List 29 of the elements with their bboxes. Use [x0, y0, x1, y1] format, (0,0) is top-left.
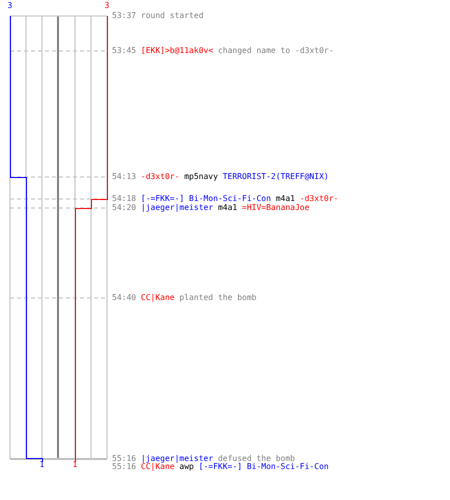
- player-name: -d3xt0r-: [300, 194, 338, 203]
- player-name: -d3xt0r-: [140, 172, 180, 181]
- player-name: =HIV=BananaJoe: [242, 203, 310, 212]
- player-name: CC|Kane: [140, 293, 175, 302]
- player-name: [-=FKK=-] Bi-Mon-Sci-Fi-Con: [198, 462, 329, 471]
- event-text: changed name to -d3xt0r-: [218, 46, 334, 55]
- weapon-name: m4a1: [276, 194, 295, 203]
- player-count: 3: [8, 1, 12, 11]
- player-name: CC|Kane: [140, 462, 175, 471]
- timestamp: 54:13: [112, 172, 136, 181]
- weapon-name: awp: [179, 462, 194, 471]
- player-name: |jaeger|meister: [140, 203, 214, 212]
- timestamp: 55:16: [112, 454, 136, 463]
- event-text: defused the bomb: [218, 454, 295, 463]
- player-count: 3: [104, 1, 110, 11]
- timestamp: 53:37: [112, 11, 136, 20]
- player-name: TERRORIST-2(TREFF@NIX): [222, 172, 329, 181]
- weapon-name: m4a1: [218, 203, 238, 212]
- player-name: |jaeger|meister: [140, 454, 214, 463]
- timestamp: 55:16: [112, 462, 136, 471]
- player-name: [EKK]>b@11ak0v<: [140, 46, 214, 55]
- event-text: planted the bomb: [179, 293, 256, 302]
- weapon-name: mp5navy: [184, 172, 218, 181]
- timestamp: 54:40: [112, 293, 136, 302]
- event-text: round started: [140, 11, 204, 20]
- timestamp: 54:20: [112, 203, 136, 212]
- player-name: [-=FKK=-] Bi-Mon-Sci-Fi-Con: [140, 194, 271, 203]
- timestamp: 53:45: [112, 46, 136, 55]
- timestamp: 54:18: [112, 194, 136, 203]
